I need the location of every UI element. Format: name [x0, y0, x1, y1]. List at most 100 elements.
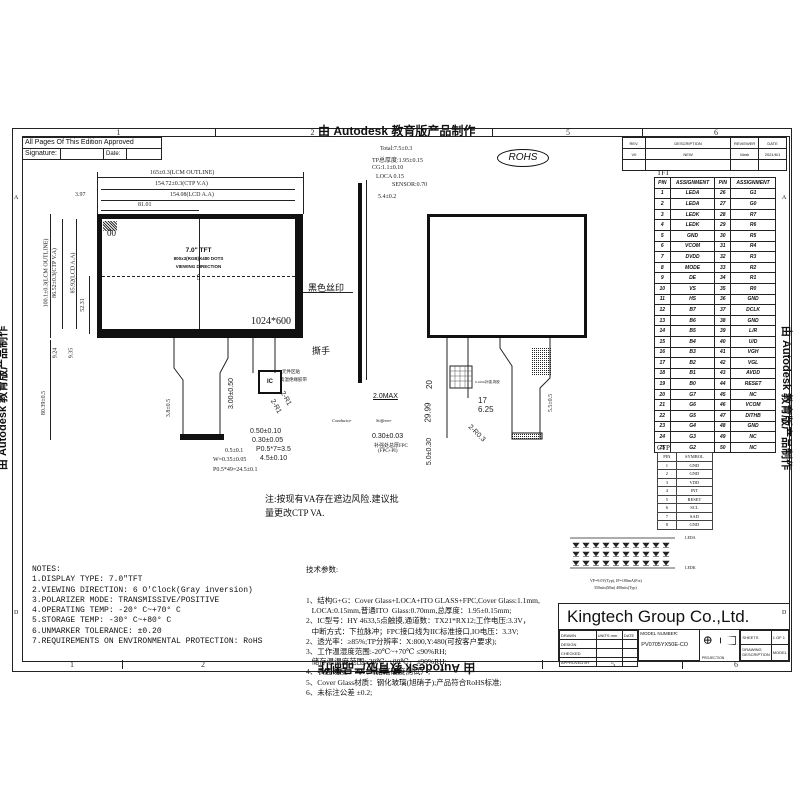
- led-diode-icon: [642, 560, 650, 566]
- tft-pin-cell: AVDD: [730, 367, 776, 380]
- tech-param-item: 5、Cover Glass材质：钢化玻璃(旭硝子);产品符合RoHS标准;: [306, 677, 502, 687]
- led-diode-icon: [582, 551, 590, 557]
- led-diode-icon: [622, 560, 630, 566]
- tft-pin-cell: B3: [669, 346, 716, 359]
- ctp-pin-cell: SAD: [675, 511, 714, 521]
- dim-p2: 0.50±0.10: [250, 428, 282, 435]
- projection-cone-icon: [719, 636, 736, 645]
- tft-header: PIN: [654, 177, 671, 189]
- tft-pin-cell: 50: [714, 441, 732, 454]
- tft-pin-cell: 28: [714, 208, 732, 221]
- note-item: 4.OPERATING TEMP: -20° C~+70° C: [32, 606, 181, 616]
- rev-header: DESCRIPTION: [644, 137, 732, 149]
- led-diode-icon: [572, 551, 580, 557]
- zone-side-label: A: [14, 195, 19, 201]
- led-diode-icon: [602, 560, 610, 566]
- dim-lcd-aa-height: 85.92(LCD A.A): [70, 252, 77, 294]
- dim-ic-height: 3.00±0.50: [228, 377, 236, 410]
- led-diode-icon: [572, 542, 580, 548]
- signature-field[interactable]: [61, 149, 104, 159]
- dim-d2: 9.35: [68, 347, 75, 359]
- tft-pin-cell: 3: [654, 208, 671, 221]
- led-diode-icon: [602, 542, 610, 548]
- tft-pin-cell: RESET: [730, 378, 776, 390]
- tft-pin-cell: B4: [669, 335, 716, 348]
- company-name: Kingtech Group Co.,Ltd.: [559, 604, 789, 630]
- front-panel-active-area: 00 7.0" TFT 800x3(RGB)X480 DOTS VIEWING …: [102, 219, 295, 329]
- tft-header: PIN: [714, 177, 732, 189]
- led-diode-icon: [662, 560, 670, 566]
- tft-pin-cell: G4: [669, 420, 716, 433]
- tft-pin-cell: G7: [669, 388, 716, 401]
- ic-chip: IC: [258, 370, 282, 394]
- viewing-arrow-icon: ⇧: [195, 273, 202, 282]
- led-diode-icon: [632, 551, 640, 557]
- led-diode-icon: [582, 542, 590, 548]
- back-dim-2999: 29.99: [423, 402, 433, 423]
- tft-pin-cell: R6: [730, 219, 776, 231]
- led-diode-icon: [592, 542, 600, 548]
- tb-cell: DATE: [621, 630, 639, 640]
- corner-pattern: [103, 221, 117, 231]
- drawing-inner-border: [22, 136, 790, 662]
- tft-pin-cell: DVDD: [669, 251, 716, 263]
- dim-fpc-tail: 3.8±0.5: [166, 398, 173, 418]
- tech-param-item: 储存温湿度范围:-30℃~+80℃，≤90%RH;: [306, 657, 447, 667]
- side-fpc-note: 补强处总厚FPC: [374, 444, 408, 449]
- tft-pin-cell: U/D: [730, 335, 776, 348]
- tft-pin-cell: G6: [669, 399, 716, 412]
- date-field[interactable]: [127, 149, 161, 159]
- tft-pin-cell: 48: [714, 420, 732, 433]
- tft-pin-cell: 46: [714, 399, 732, 412]
- back-dim-55: 5.5±0.5: [548, 393, 555, 413]
- ctp-pin-cell: 8: [657, 520, 677, 530]
- tft-pin-cell: 14: [654, 325, 671, 337]
- tft-pin-cell: 6: [654, 240, 671, 253]
- zone-label: 6: [682, 660, 789, 669]
- va-note-line-1: 注:按现有VA存在遮边风险.建议批: [265, 494, 399, 504]
- note-item: 1.DISPLAY TYPE: 7.0"TFT: [32, 575, 143, 585]
- resolution-label: 1024*600: [251, 316, 291, 327]
- ctp-pin-cell: GND: [675, 469, 714, 479]
- ctp-header: PIN: [657, 452, 677, 462]
- tft-pin-cell: NC: [730, 388, 776, 401]
- callout-black-print: 黑色丝印: [308, 283, 345, 293]
- tb-cell: SHEETS: [740, 630, 772, 645]
- tft-pin-cell: DITHB: [730, 410, 776, 422]
- back-dim-17: 17: [478, 396, 487, 405]
- tft-pin-cell: LEDA: [669, 198, 716, 210]
- tft-pin-cell: 44: [714, 378, 732, 390]
- dim-offset: 3.97: [75, 192, 86, 198]
- tft-pin-cell: 31: [714, 240, 732, 253]
- tft-pin-cell: 29: [714, 219, 732, 231]
- tft-pin-cell: 49: [714, 431, 732, 443]
- tft-pin-cell: B2: [669, 357, 716, 369]
- tft-pin-cell: 21: [654, 399, 671, 412]
- dim-d1: 9.24: [52, 347, 59, 359]
- led-diode-icon: [662, 551, 670, 557]
- tft-pin-cell: LEDK: [669, 208, 716, 221]
- tech-param-item: 1、结构G+G：Cover Glass+LOCA+ITO GLASS+FPC,C…: [306, 596, 540, 606]
- tb-cell: DRAWN: [559, 630, 597, 640]
- tft-pin-cell: 10: [654, 282, 671, 295]
- ctp-pin-cell: 7: [657, 511, 677, 521]
- tech-param-item: 3、工作温湿度范围:-20℃~+70℃ ≤90%RH;: [306, 647, 447, 657]
- tft-pin-cell: 26: [714, 187, 732, 200]
- date-label: Date:: [104, 149, 127, 159]
- tech-param-item: 6、未标注公差 ±0.2;: [306, 687, 373, 697]
- ic-note-1: 元件区贴: [282, 369, 300, 374]
- led-diode-icon: [592, 560, 600, 566]
- tft-pin-cell: G0: [730, 198, 776, 210]
- led-diode-icon: [602, 551, 610, 557]
- tft-pin-cell: B6: [669, 314, 716, 327]
